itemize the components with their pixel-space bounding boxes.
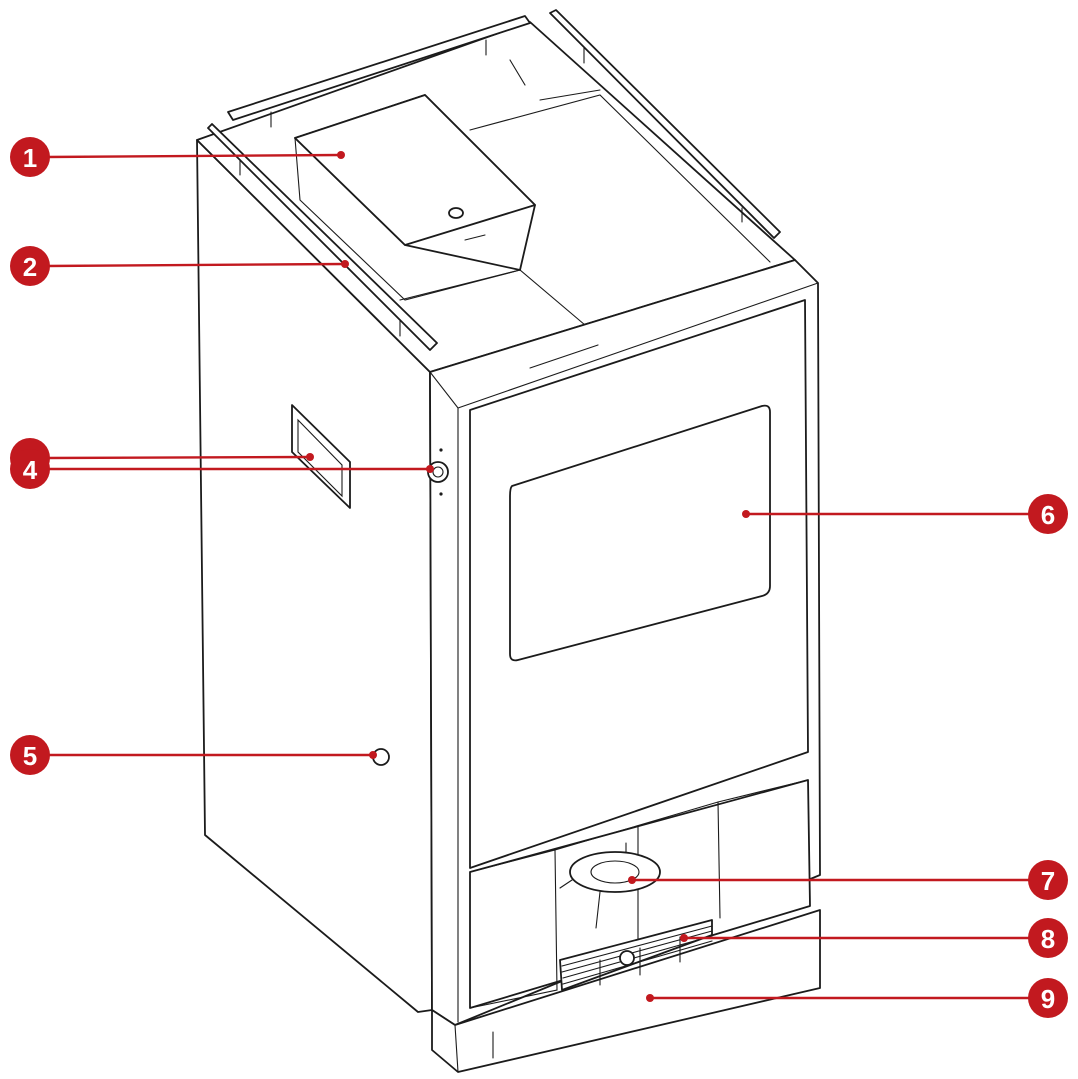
top-edge-detail — [529, 344, 599, 369]
callout-number-6: 6 — [1041, 500, 1055, 530]
callout-number-1: 1 — [23, 143, 37, 173]
callout-badge-1: 1 — [10, 137, 50, 177]
dispenser — [559, 842, 661, 929]
anchor-1 — [337, 151, 345, 159]
rail-back — [227, 15, 531, 121]
anchor-5 — [369, 751, 377, 759]
drip-tray-frame — [559, 919, 713, 991]
hopper-body — [294, 137, 521, 301]
top-deck-seam-3 — [509, 59, 601, 101]
anchor-6 — [742, 510, 750, 518]
bay-left-pillar — [469, 849, 558, 1009]
callout-leaders — [45, 151, 1035, 1002]
callout-badge-5: 5 — [10, 735, 50, 775]
drip-tray-bars — [561, 925, 713, 986]
side-handle-recess — [297, 418, 343, 498]
anchor-8 — [680, 934, 688, 942]
callout-number-2: 2 — [23, 252, 37, 282]
door-lock-inner — [432, 466, 444, 478]
top-rails — [207, 9, 781, 351]
lock-screw-top — [439, 448, 443, 452]
callout-badges: 1 2 3 4 5 6 7 8 — [10, 137, 1068, 1018]
callout-badge-8: 8 — [1028, 918, 1068, 958]
anchor-7 — [628, 876, 636, 884]
leader-1 — [45, 153, 342, 159]
callout-badge-7: 7 — [1028, 860, 1068, 900]
drain-cap — [619, 950, 635, 966]
anchor-9 — [646, 994, 654, 1002]
callout-badge-2: 2 — [10, 246, 50, 286]
bay-right-pillar — [717, 779, 809, 919]
spout-arm — [559, 842, 627, 929]
callout-number-4: 4 — [23, 455, 38, 485]
cup-holder-ring — [569, 851, 661, 893]
dispenser-bay — [469, 779, 811, 1009]
leader-2 — [45, 262, 346, 268]
callout-badge-4: 4 — [10, 449, 50, 489]
anchor-3 — [306, 453, 314, 461]
callout-badge-6: 6 — [1028, 494, 1068, 534]
callout-badge-9: 9 — [1028, 978, 1068, 1018]
drip-tray-grid — [559, 919, 713, 991]
callout-number-5: 5 — [23, 741, 37, 771]
cup-holder-inner — [590, 860, 640, 884]
rail-posts — [239, 39, 743, 337]
hopper-lid-shape — [294, 94, 536, 246]
hopper-slot — [464, 234, 486, 241]
anchor-4 — [426, 465, 434, 473]
leader-3 — [45, 455, 311, 460]
top-deck-seam — [469, 94, 771, 263]
hopper — [294, 94, 536, 301]
lock-screw-bottom — [439, 492, 443, 496]
front-window-shape — [509, 404, 771, 662]
rail-left — [207, 123, 438, 351]
plinth-edge — [454, 1024, 459, 1073]
rail-right — [549, 9, 781, 239]
callout-number-8: 8 — [1041, 924, 1055, 954]
hopper-lock — [448, 207, 464, 219]
callout-number-9: 9 — [1041, 984, 1055, 1014]
callout-number-7: 7 — [1041, 866, 1055, 896]
side-handle-frame — [291, 404, 351, 509]
front-frame-inner-edge — [429, 282, 819, 1023]
anchor-2 — [341, 260, 349, 268]
